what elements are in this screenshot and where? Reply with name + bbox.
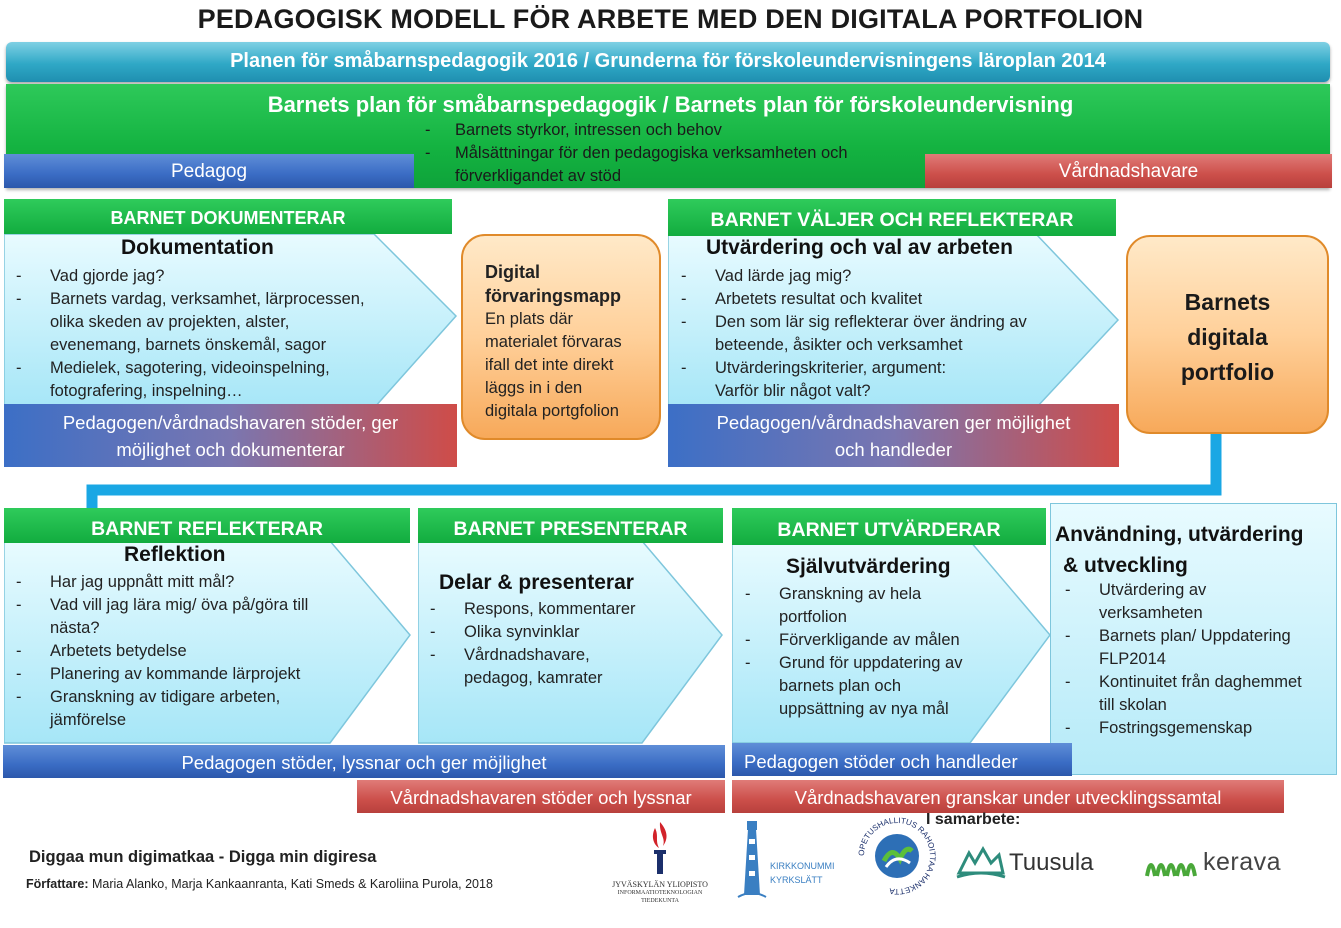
list-presenterar: -Respons, kommentarer -Olika synvinklar … — [430, 598, 710, 690]
authors: Författare: Maria Alanko, Marja Kankaanr… — [26, 877, 493, 891]
guardian-support-bar-2: Vårdnadshavaren granskar under utvecklin… — [732, 780, 1284, 813]
heading-reflektion: Reflektion — [124, 543, 226, 566]
list-item: förverkligandet av stöd — [455, 167, 622, 185]
arrow-shape-2 — [668, 234, 1120, 409]
list-item: -Utvärderingskriterier, argument:Varför … — [681, 359, 947, 400]
usage-box — [1050, 503, 1337, 775]
list-item: -Medielek, sagotering, videoinspelning,f… — [16, 359, 330, 400]
kerava-emblem-icon — [1145, 863, 1197, 877]
lighthouse-icon — [737, 821, 767, 898]
arrow-shape-3 — [4, 541, 411, 744]
list-item: -Planering av kommande lärprojekt — [16, 665, 301, 683]
arrow-shape-5 — [732, 541, 1051, 744]
list-utvardering-val: -Vad lärde jag mig? -Arbetets resultat o… — [681, 265, 1081, 403]
list-item: -Vad gjorde jag? — [16, 267, 165, 285]
list-item: -Arbetets resultat och kvalitet — [681, 290, 923, 308]
list-reflektion: -Har jag uppnått mitt mål? -Vad vill jag… — [16, 571, 396, 732]
pedagog-support-bar-1: Pedagogen stöder, lyssnar och ger möjlig… — [3, 745, 725, 778]
heading-delar-presenterar: Delar & presenterar — [439, 571, 634, 594]
pedagog-support-bar-2: Pedagogen stöder och handleder — [732, 743, 1072, 776]
list-item: -Har jag uppnått mitt mål? — [16, 573, 235, 591]
plan-title: Barnets plan för småbarnspedagogik / Bar… — [267, 92, 1074, 117]
arrow-shape-4 — [418, 541, 723, 744]
heading-utvardering-val: Utvärdering och val av arbeten — [706, 236, 1013, 259]
arrow-shape-1 — [4, 234, 458, 409]
pedagog-label: Pedagog — [4, 154, 414, 188]
list-item: -Fostringsgemenskap — [1065, 719, 1253, 737]
vardnadshavare-label: Vårdnadshavare — [925, 154, 1332, 188]
header-barnet-valjer: BARNET VÄLJER OCH REFLEKTERAR — [668, 199, 1116, 236]
curriculum-bar: Planen för småbarnspedagogik 2016 / Grun… — [6, 42, 1330, 82]
header-barnet-presenterar: BARNET PRESENTERAR — [418, 508, 723, 543]
opetushallitus-logo: OPETUSHALLITUS RAHOITTAA HANKETTA — [856, 815, 938, 897]
list-item: -Granskning av tidigare arbeten,jämförel… — [16, 688, 281, 729]
heading-sjalvutvardering: Självutvärdering — [786, 555, 951, 578]
header-barnet-dokumenterar: BARNET DOKUMENTERAR — [4, 199, 452, 234]
tuusula-emblem-icon — [956, 845, 1006, 879]
project-name: Diggaa mun digimatkaa - Digga min digire… — [29, 848, 377, 866]
list-dokumentation: -Vad gjorde jag? -Barnets vardag, verksa… — [16, 265, 416, 403]
list-item: -Vårdnadshavare,pedagog, kamrater — [430, 646, 603, 687]
opetushallitus-emblem-icon: OPETUSHALLITUS RAHOITTAA HANKETTA — [857, 816, 937, 896]
kerava-logo: kerava — [1143, 848, 1313, 882]
list-item: -Arbetets betydelse — [16, 642, 187, 660]
list-item: -Förverkligande av målen — [745, 631, 960, 649]
list-item: -Vad lärde jag mig? — [681, 267, 852, 285]
list-item: -Den som lär sig reflekterar över ändrin… — [681, 313, 1027, 354]
heading-anvandning: Användning, utvärdering& utveckling — [1055, 523, 1304, 577]
header-barnet-reflekterar: BARNET REFLEKTERAR — [4, 508, 410, 543]
header-barnet-utvarderar: BARNET UTVÄRDERAR — [732, 508, 1046, 545]
list-item: -Vad vill jag lära mig/ öva på/göra till… — [16, 596, 309, 637]
heading-dokumentation: Dokumentation — [121, 236, 274, 259]
plan-list: -Barnets styrkor, intressen och behov -M… — [425, 119, 925, 188]
list-item: -Respons, kommentarer — [430, 600, 636, 618]
list-item: -Barnets vardag, verksamhet, lärprocesse… — [16, 290, 365, 354]
torch-icon — [652, 822, 667, 874]
guardian-support-bar-1: Vårdnadshavaren stöder och lyssnar — [357, 780, 725, 813]
page-title: PEDAGOGISK MODELL FÖR ARBETE MED DEN DIG… — [197, 4, 1144, 34]
partners-label: I samarbete: — [926, 811, 1021, 828]
list-item: -Barnets styrkor, intressen och behov — [425, 121, 722, 139]
list-item: -Olika synvinklar — [430, 623, 580, 641]
tuusula-logo: Tuusula — [955, 843, 1100, 883]
list-item: -Målsättningar för den pedagogiska verks… — [425, 144, 848, 162]
